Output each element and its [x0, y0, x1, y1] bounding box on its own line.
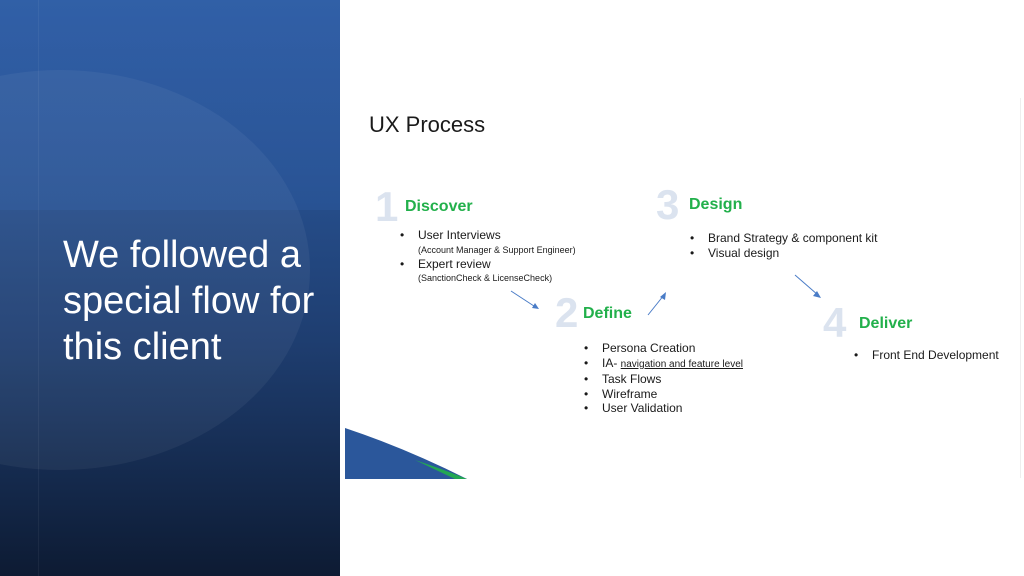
list-item: Visual design	[688, 246, 928, 261]
bullet-subtext: (SanctionCheck & LicenseCheck)	[418, 273, 553, 283]
panel-band	[0, 0, 340, 210]
bullet-subtext: (Account Manager & Support Engineer)	[418, 244, 576, 255]
list-item: Brand Strategy & component kit	[688, 231, 928, 246]
bullet-text: Expert review	[418, 256, 491, 271]
left-panel: We followed a special flow for this clie…	[0, 0, 340, 576]
arrow-icon	[510, 290, 539, 309]
step-1-bullets: User Interviews (Account Manager & Suppo…	[398, 228, 638, 285]
arrow-icon	[647, 292, 666, 316]
step-2-number: 2	[555, 289, 579, 336]
bullet-text: User Validation	[602, 401, 683, 415]
slide-headline: We followed a special flow for this clie…	[63, 234, 315, 368]
step-4-name: Deliver	[859, 315, 913, 332]
bullet-text: Brand Strategy & component kit	[708, 231, 878, 245]
bullet-text: Persona Creation	[602, 341, 696, 355]
step-1-name: Discover	[405, 198, 473, 215]
step-3-bullets: Brand Strategy & component kit Visual de…	[688, 231, 928, 260]
list-item: Persona Creation	[582, 341, 802, 356]
bullet-text: IA-	[602, 355, 621, 370]
bullet-text: Front End Development	[872, 348, 999, 362]
bullet-text: User Interviews	[418, 228, 501, 242]
wedge-decoration	[345, 428, 467, 479]
list-item: Task Flows	[582, 372, 802, 387]
bullet-text: Visual design	[708, 245, 780, 260]
bullet-text: Wireframe	[602, 386, 658, 401]
bullet-text: Task Flows	[602, 372, 662, 386]
step-2-name: Define	[583, 305, 632, 322]
step-3-name: Design	[689, 196, 743, 213]
bullet-link: navigation and feature level	[620, 358, 743, 370]
list-item: Front End Development	[852, 348, 1012, 363]
step-4-number: 4	[823, 299, 847, 346]
step-3-number: 3	[656, 181, 680, 228]
list-item: IA- navigation and feature level	[582, 356, 802, 373]
list-item: User Interviews (Account Manager & Suppo…	[398, 228, 638, 257]
divider	[1020, 98, 1021, 478]
panel-line-decoration	[38, 0, 39, 576]
step-1-number: 1	[375, 183, 399, 230]
list-item: User Validation	[582, 401, 802, 416]
arrow-icon	[794, 274, 821, 298]
list-item: Expert review (SanctionCheck & LicenseCh…	[398, 257, 638, 286]
step-2-bullets: Persona Creation IA- navigation and feat…	[582, 341, 802, 416]
content-title: UX Process	[369, 112, 486, 137]
list-item: Wireframe	[582, 387, 802, 402]
step-4-bullets: Front End Development	[852, 348, 1012, 363]
